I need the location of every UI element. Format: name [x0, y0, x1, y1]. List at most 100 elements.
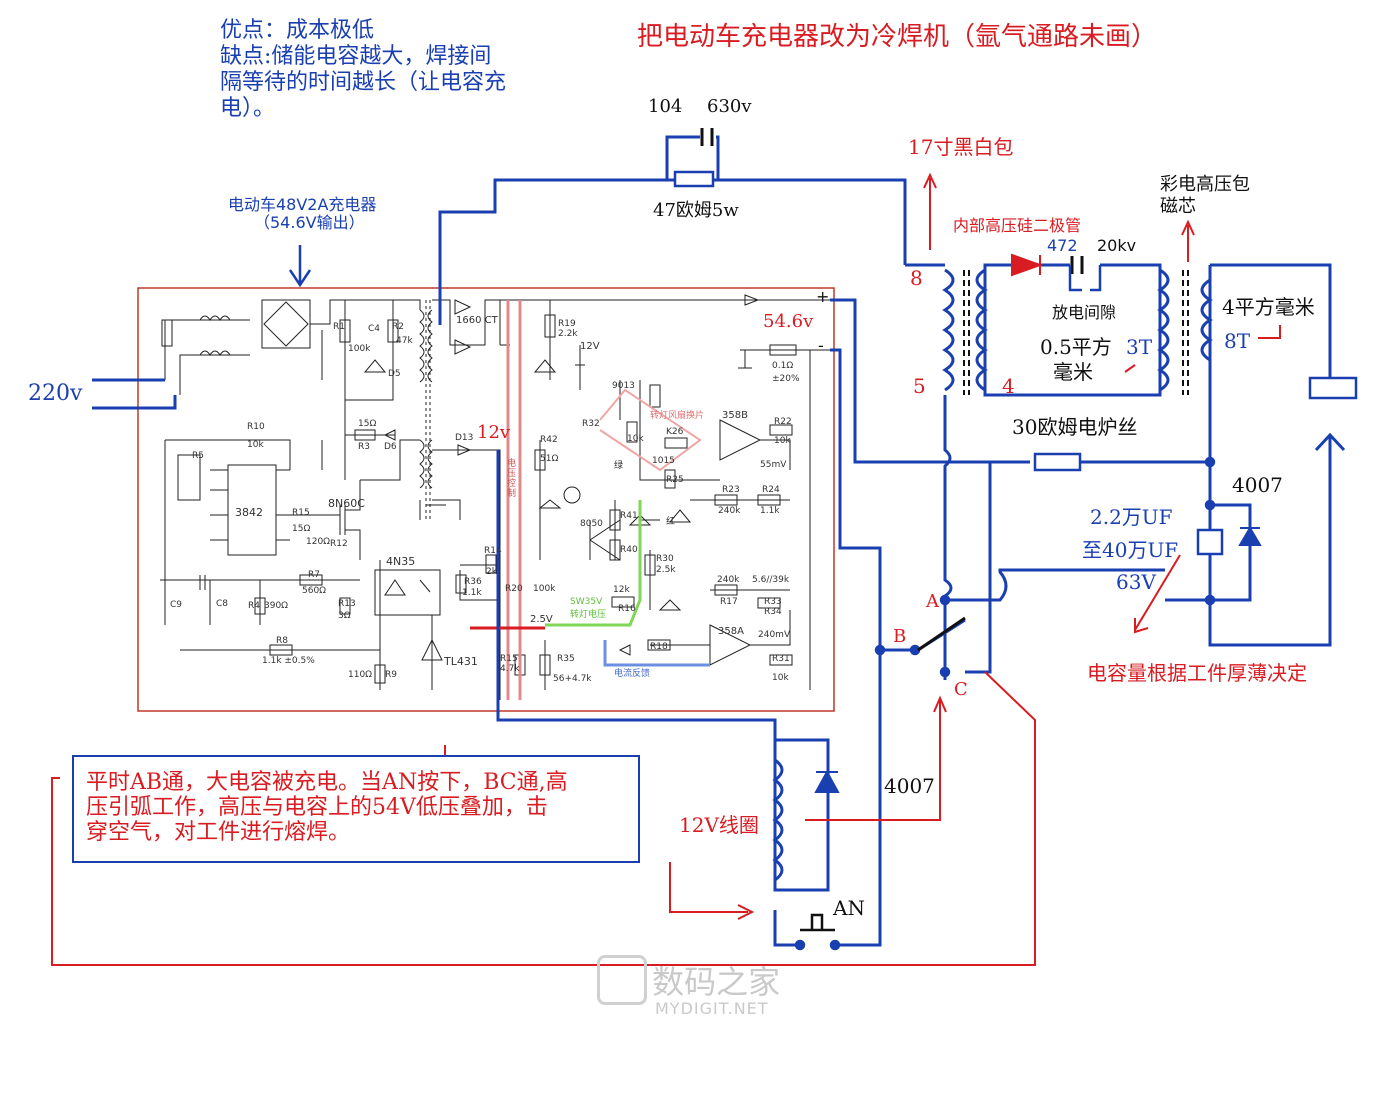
electrode-arrow	[1314, 432, 1346, 540]
cap-104-label: 104	[648, 96, 683, 117]
part-r16: R16	[618, 604, 636, 614]
part-r14-value: 2k	[486, 567, 497, 577]
charger-board-outline	[137, 287, 835, 712]
switch-c-label: C	[954, 679, 968, 700]
part-r1: R1	[333, 322, 345, 332]
part-r20-value: 100k	[533, 584, 556, 594]
hv-diode-label: 内部高压硅二极管	[953, 216, 1082, 235]
pin-8-label: 8	[910, 266, 923, 290]
fan-label: 转灯风扇换片	[650, 411, 705, 421]
switch-a-label: A	[926, 591, 939, 612]
part-k26: K26	[666, 427, 684, 437]
v12-label: 12v	[477, 422, 511, 443]
part-shunt-tol: ±20%	[772, 374, 800, 384]
plus-label: +	[816, 287, 830, 306]
part-15ohm: 15Ω	[358, 419, 377, 429]
diode-4007-bottom-label: 4007	[884, 774, 935, 798]
opto-body	[374, 569, 441, 616]
part-r19: R19	[558, 319, 576, 329]
sw-label-2: 转灯电压	[570, 610, 607, 620]
big-capacitor	[1196, 528, 1224, 556]
input-220-lines	[92, 378, 177, 410]
current-feedback-trace	[603, 640, 710, 667]
part-r17: R17	[720, 597, 738, 607]
spark-gap-label: 放电间隙	[1052, 303, 1117, 322]
note-line-1: 平时AB通，大电容被充电。当AN按下，BC通,高	[86, 770, 568, 795]
part-r10-value: 10k	[247, 440, 264, 450]
green-trace	[545, 500, 642, 627]
minus-label: -	[818, 336, 824, 355]
green-led-label: 绿	[614, 461, 624, 471]
part-r2: R2	[392, 322, 404, 332]
part-tl431: TL431	[444, 655, 478, 668]
cap-note-label: 电容量根据工件厚薄决定	[1087, 661, 1307, 685]
page-title: 把电动车充电器改为冷焊机（氩气通路未画）	[637, 22, 1158, 52]
watermark-logo-icon	[597, 955, 647, 1005]
part-r34: R34	[764, 607, 782, 617]
part-r42: R42	[540, 435, 558, 445]
part-d6: D6	[384, 442, 397, 452]
part-d13: D13	[455, 433, 474, 443]
res-47-label: 47欧姆5w	[653, 200, 739, 221]
part-ct: 1660 CT	[456, 315, 498, 326]
button-an-label: AN	[833, 896, 865, 920]
part-r7-value: 560Ω	[302, 586, 327, 596]
cap-630v-label: 630v	[707, 96, 752, 117]
cap-472-label: 472	[1047, 236, 1078, 255]
part-r23: R23	[722, 485, 740, 495]
part-358a: 358A	[718, 626, 744, 637]
part-r36-value: 1.1k	[462, 588, 482, 598]
part-3842: 3842	[235, 506, 263, 519]
pros-text: 优点：成本极低	[220, 18, 375, 43]
charger-arrow	[288, 245, 312, 288]
watermark-en: MYDIGIT.NET	[655, 999, 769, 1018]
part-r15b-value: 4.7k	[500, 664, 520, 674]
current-feedback-label: 电流反馈	[614, 669, 651, 679]
coils	[772, 268, 1213, 882]
part-358b: 358B	[722, 410, 748, 421]
part-r32: R32	[582, 419, 600, 429]
part-r41: R41	[620, 511, 638, 521]
pink-trace	[599, 388, 702, 472]
part-r35: R35	[557, 654, 575, 664]
wire-4sq-label: 4平方毫米	[1222, 295, 1315, 319]
part-r42-value: 51Ω	[540, 454, 559, 464]
an-button-symbol	[800, 913, 835, 932]
color-tv-label-1: 彩电高压包	[1160, 174, 1250, 195]
red-annotations	[51, 172, 1281, 966]
part-r31: R31	[772, 654, 790, 664]
diode-4007-relay	[814, 769, 840, 793]
pin-4-label: 4	[1002, 374, 1015, 398]
part-r2-value: 47k	[396, 336, 413, 346]
part-r23-value: 240k	[718, 506, 741, 516]
part-2-5v: 2.5V	[530, 614, 553, 625]
hv-diode	[1011, 253, 1043, 277]
part-r9: R9	[385, 670, 397, 680]
part-shunt: 0.1Ω	[772, 361, 794, 371]
part-r31-value: 10k	[772, 673, 789, 683]
part-c8: C8	[216, 599, 229, 609]
stove-wire-label: 30欧姆电炉丝	[1012, 415, 1138, 439]
part-c9: C9	[170, 600, 183, 610]
wire-05-label-2: 毫米	[1053, 360, 1093, 384]
part-r10: R10	[247, 422, 265, 432]
cons-line3: 电）。	[220, 96, 276, 121]
part-r30-value: 2.5k	[656, 565, 676, 575]
components	[673, 170, 1358, 951]
switch-lever	[917, 616, 966, 652]
part-r3: R3	[358, 442, 370, 452]
part-12v: 12V	[580, 341, 600, 352]
resistor-47ohm	[673, 170, 715, 188]
part-r24: R24	[762, 485, 780, 495]
part-r15b: R15	[500, 654, 518, 664]
part-r20: R20	[505, 584, 523, 594]
part-r15c: R15	[292, 508, 310, 518]
part-r13-value: 3Ω	[338, 611, 351, 621]
part-r22-value: 10k	[774, 436, 791, 446]
part-r7: R7	[308, 570, 320, 580]
part-12k: 12k	[613, 585, 630, 595]
part-100k: 100k	[348, 344, 371, 354]
part-r25: R25	[666, 475, 684, 485]
coil-12v-label: 12V线圈	[679, 813, 759, 837]
